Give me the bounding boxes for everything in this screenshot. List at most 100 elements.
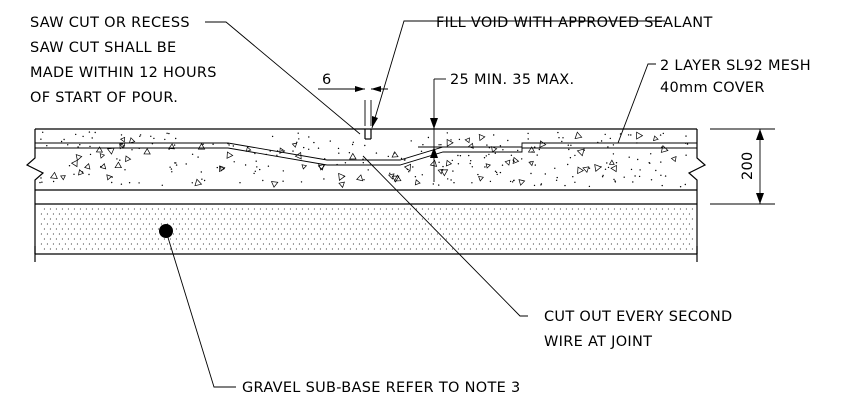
- aggregate-stone: [478, 175, 484, 182]
- gravel-dot: [361, 218, 363, 220]
- aggregate-speck: [422, 144, 424, 146]
- aggregate-stone: [219, 165, 226, 172]
- gravel-dot: [631, 238, 633, 240]
- gravel-dot: [199, 248, 201, 250]
- aggregate-speck: [499, 171, 502, 174]
- aggregate-speck: [604, 168, 607, 170]
- gravel-dot: [448, 233, 450, 235]
- aggregate-speck: [348, 152, 351, 154]
- saw-cut-line-1: SAW CUT OR RECESS: [30, 15, 190, 31]
- gravel-dot: [412, 223, 414, 225]
- gravel-dot: [67, 248, 69, 250]
- gravel-dot: [535, 208, 537, 210]
- gravel-dot: [349, 238, 351, 240]
- gravel-dot: [193, 208, 195, 210]
- gravel-dot: [475, 248, 477, 250]
- aggregate-stone: [440, 169, 449, 177]
- gravel-dot: [373, 228, 375, 230]
- gravel-dot: [397, 238, 399, 240]
- gravel-dot: [250, 223, 252, 225]
- gravel-dot: [157, 228, 159, 230]
- aggregate-speck: [324, 158, 326, 160]
- aggregate-speck: [367, 169, 369, 171]
- gravel-dot: [106, 223, 108, 225]
- gravel-dot: [277, 228, 279, 230]
- aggregate-stone: [84, 163, 91, 170]
- aggregate-stone: [608, 159, 615, 165]
- gravel-dot: [292, 243, 294, 245]
- aggregate-stone: [99, 153, 106, 159]
- aggregate-speck: [265, 153, 267, 156]
- gravel-dot: [181, 238, 183, 240]
- gravel-dot: [58, 223, 60, 225]
- aggregate-speck: [685, 142, 687, 144]
- gravel-dot: [601, 228, 603, 230]
- gravel-dot: [601, 238, 603, 240]
- gravel-dot: [511, 208, 513, 210]
- gravel-dot: [121, 218, 123, 220]
- gravel-dot: [265, 218, 267, 220]
- gravel-dot: [43, 218, 45, 220]
- aggregate-speck: [191, 153, 194, 155]
- gravel-dot: [100, 223, 102, 225]
- aggregate-speck: [639, 169, 641, 171]
- gravel-dot: [109, 248, 111, 250]
- gravel-dot: [340, 233, 342, 235]
- fill-void-note: FILL VOID WITH APPROVED SEALANT: [436, 15, 713, 31]
- gravel-dot: [460, 233, 462, 235]
- gravel-dot: [373, 208, 375, 210]
- gravel-dot: [301, 208, 303, 210]
- gravel-dot: [148, 233, 150, 235]
- gravel-dot: [676, 213, 678, 215]
- gravel-dot: [457, 228, 459, 230]
- gravel-dot: [469, 208, 471, 210]
- gravel-dot: [538, 243, 540, 245]
- gravel-dot: [394, 223, 396, 225]
- gravel-dot: [343, 218, 345, 220]
- gravel-dot: [46, 223, 48, 225]
- aggregate-stone: [527, 146, 536, 153]
- gravel-dot: [286, 223, 288, 225]
- gravel-dot: [538, 213, 540, 215]
- gravel-dot: [640, 243, 642, 245]
- gravel-dot: [151, 248, 153, 250]
- aggregate-speck: [323, 178, 325, 180]
- gravel-dot: [646, 233, 648, 235]
- aggregate-speck: [655, 169, 657, 172]
- gravel-dot: [688, 213, 690, 215]
- gravel-dot: [670, 243, 672, 245]
- gravel-dot: [553, 208, 555, 210]
- aggregate-speck: [119, 159, 121, 161]
- aggregate-speck: [46, 145, 48, 147]
- gravel-dot: [268, 213, 270, 215]
- gravel-dot: [427, 208, 429, 210]
- gravel-dot: [421, 208, 423, 210]
- aggregate-speck: [197, 156, 199, 158]
- gravel-dot: [103, 248, 105, 250]
- aggregate-speck: [364, 144, 366, 147]
- aggregate-speck: [567, 144, 569, 146]
- gravel-dot: [682, 213, 684, 215]
- gravel-dot: [472, 243, 474, 245]
- gravel-dot: [151, 218, 153, 220]
- gravel-dot: [352, 243, 354, 245]
- aggregate-speck: [450, 139, 452, 141]
- gravel-dot: [226, 243, 228, 245]
- aggregate-speck: [453, 182, 455, 184]
- gravel-dot: [268, 243, 270, 245]
- gravel-dot: [433, 248, 435, 250]
- gravel-dot: [100, 213, 102, 215]
- gravel-dot: [517, 218, 519, 220]
- gravel-dot: [271, 228, 273, 230]
- gravel-dot: [232, 243, 234, 245]
- gravel-dot: [178, 233, 180, 235]
- gravel-dot: [367, 228, 369, 230]
- gravel-dot: [535, 248, 537, 250]
- gravel-dot: [310, 213, 312, 215]
- gravel-dot: [427, 238, 429, 240]
- gravel-dot: [232, 213, 234, 215]
- aggregate-speck: [40, 138, 42, 140]
- gravel-dot: [358, 223, 360, 225]
- aggregate-speck: [521, 158, 523, 160]
- gravel-dot: [277, 238, 279, 240]
